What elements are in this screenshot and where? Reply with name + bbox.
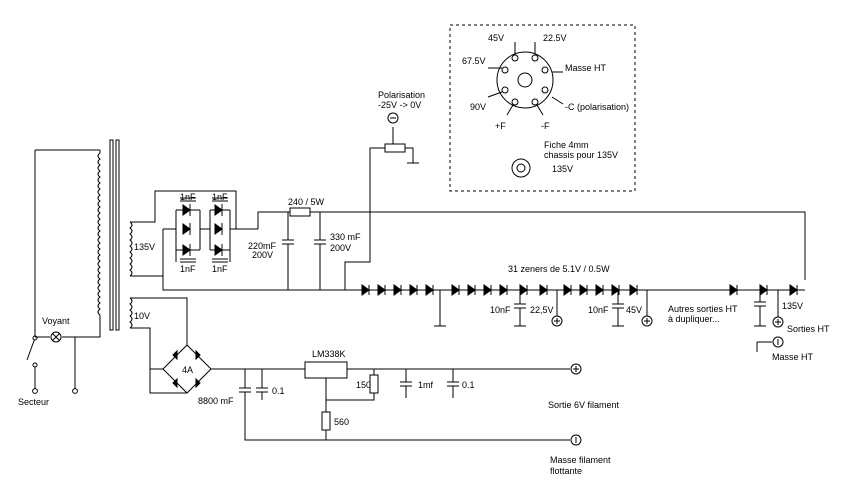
masse-ht-label: Masse HT <box>772 352 814 362</box>
ht-secondary: 135V 1nF 1nF 1nF 1nF <box>129 90 830 362</box>
c220-label: 220mF <box>248 241 277 251</box>
pin-f-minus: -F <box>541 121 550 131</box>
lm338-regulator <box>304 361 348 379</box>
tube-socket <box>496 51 554 109</box>
diode-icon <box>214 204 223 216</box>
c1mf-label: 1mf <box>418 380 434 390</box>
secteur-label: Secteur <box>18 397 49 407</box>
polarisation-pot[interactable] <box>384 143 406 153</box>
pin-c: -C (polarisation) <box>565 102 629 112</box>
diode-icon <box>182 204 191 216</box>
cap-1nf-label-1: 1nF <box>180 192 196 202</box>
v45-label: 45V <box>626 305 642 315</box>
fiche-label-2: chassis pour 135V <box>544 150 618 160</box>
pin-masse-ht: Masse HT <box>565 63 607 73</box>
resistor-560 <box>321 411 331 431</box>
r560-label: 560 <box>334 417 349 427</box>
voyant-label: Voyant <box>42 316 70 326</box>
tube-socket-box: 45V 22.5V 67.5V Masse HT 90V -C (polaris… <box>449 24 636 192</box>
fiche-label-1: Fiche 4mm <box>544 140 589 150</box>
c10nf-label-1: 10nF <box>490 305 511 315</box>
c220-v-label: 200V <box>252 250 273 260</box>
r150-label: 150 <box>356 380 371 390</box>
polarisation-range-label: -25V -> 0V <box>378 100 421 110</box>
pin-67v: 67.5V <box>462 56 486 66</box>
fiche-v-label: 135V <box>552 164 573 174</box>
pin-90v: 90V <box>470 102 486 112</box>
masse-fil-label-2: flottante <box>550 466 582 476</box>
filament-section: 10V 4A 8800 mF 0.1 LM338K 150 560 1mf 0.… <box>129 297 620 476</box>
pin-f-plus: +F <box>495 121 506 131</box>
sortie6v-label: Sortie 6V filament <box>548 400 620 410</box>
cap-1nf-label-3: 1nF <box>180 264 196 274</box>
resistor-150 <box>369 374 379 394</box>
bridge-rectifier <box>162 344 212 394</box>
diode-icon <box>182 223 191 235</box>
polarisation-label: Polarisation <box>378 90 425 100</box>
masse-fil-label-1: Masse filament <box>550 455 611 465</box>
c01-label-1: 0.1 <box>272 386 285 396</box>
autres-label-1: Autres sorties HT <box>668 304 738 314</box>
diode-icon <box>214 223 223 235</box>
bridge-label: 4A <box>182 365 193 375</box>
v135-label: 135V <box>782 301 803 311</box>
c10nf-label-2: 10nF <box>588 305 609 315</box>
cap-1nf-label-4: 1nF <box>212 264 228 274</box>
zener-chain <box>361 284 798 296</box>
diode-icon <box>182 244 191 256</box>
lm338-label: LM338K <box>312 349 346 359</box>
v22-label: 22,5V <box>530 305 554 315</box>
cap-1nf-label-2: 1nF <box>212 192 228 202</box>
sec10-label: 10V <box>134 311 150 321</box>
mains-section: Voyant Secteur <box>18 139 120 407</box>
primary-winding <box>97 150 101 326</box>
pin-45v: 45V <box>488 33 504 43</box>
sorties-ht-label: Sorties HT <box>787 324 830 334</box>
c330-label: 330 mF <box>330 232 361 242</box>
diode-icon <box>214 244 223 256</box>
zeners-label: 31 zeners de 5.1V / 0.5W <box>508 264 610 274</box>
c330-v-label: 200V <box>330 243 351 253</box>
fiche-4mm <box>511 158 531 178</box>
pin-22v: 22.5V <box>543 33 567 43</box>
c8800-label: 8800 mF <box>198 396 234 406</box>
sec135-label: 135V <box>134 242 155 252</box>
r240-label: 240 / 5W <box>288 197 325 207</box>
transformer-core <box>109 139 114 331</box>
resistor-240 <box>289 207 311 217</box>
c01-label-2: 0.1 <box>462 380 475 390</box>
autres-label-2: à dupliquer... <box>668 314 720 324</box>
